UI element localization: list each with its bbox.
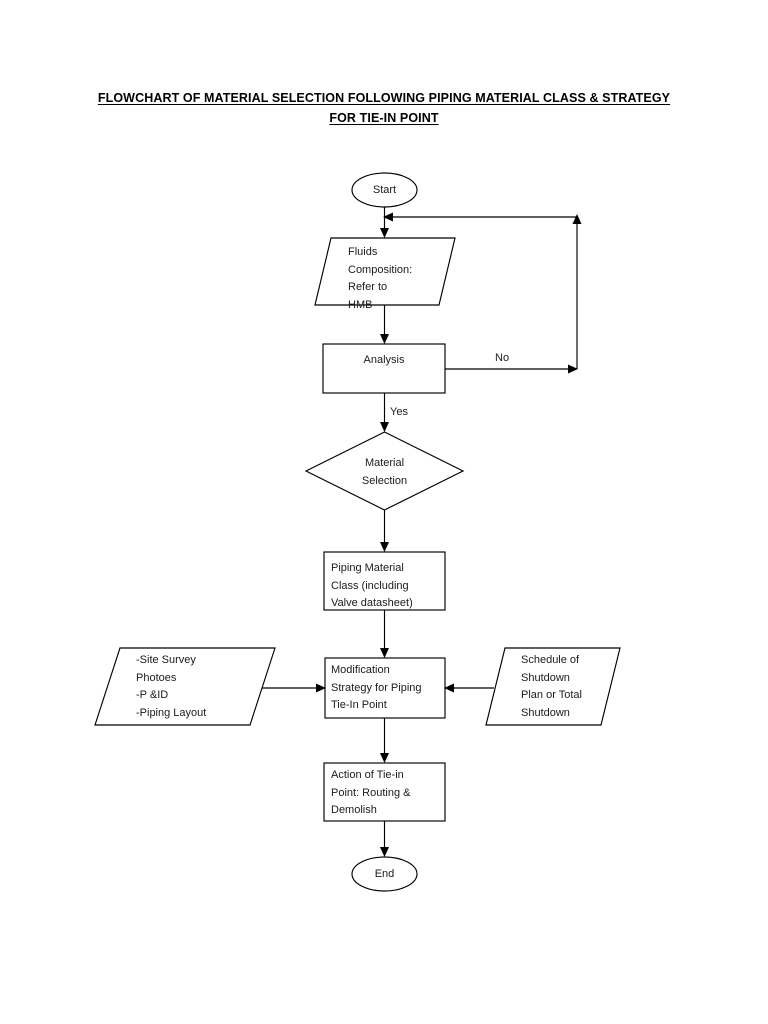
edge-label-yes: Yes <box>390 406 408 418</box>
arrowhead-analysis-to-material <box>380 422 389 432</box>
edge-label-no: No <box>495 352 510 364</box>
arrowhead-feedback-rail-up <box>572 214 582 224</box>
arrowhead-start-to-fluids <box>380 228 389 238</box>
arrowhead-site-to-modification <box>316 683 326 693</box>
page-title-line-2: FOR TIE-IN POINT <box>329 111 439 125</box>
node-material-selection <box>304 431 465 511</box>
node-shutdown-schedule <box>485 647 621 726</box>
arrowhead-pmc-to-modification <box>380 648 389 658</box>
arrowhead-action-to-end <box>380 847 389 857</box>
node-fluids-composition <box>314 237 456 306</box>
page-title: FLOWCHART OF MATERIAL SELECTION FOLLOWIN… <box>84 88 684 128</box>
node-site-survey-inputs <box>94 647 276 726</box>
page-title-line-1: FLOWCHART OF MATERIAL SELECTION FOLLOWIN… <box>97 91 671 105</box>
node-action-tie-in <box>323 762 446 822</box>
node-end <box>351 856 418 892</box>
node-analysis <box>322 343 446 394</box>
node-piping-material-class <box>323 551 446 611</box>
arrowhead-analysis-no <box>568 364 578 374</box>
node-modification-strategy <box>324 657 446 719</box>
arrowhead-fluids-to-analysis <box>380 334 389 344</box>
node-start <box>351 172 418 208</box>
arrowhead-schedule-to-modification <box>444 683 454 693</box>
arrowhead-feedback-into-stem <box>383 212 393 222</box>
arrowhead-modification-to-action <box>380 753 389 763</box>
arrowhead-material-to-pmc <box>380 542 389 552</box>
